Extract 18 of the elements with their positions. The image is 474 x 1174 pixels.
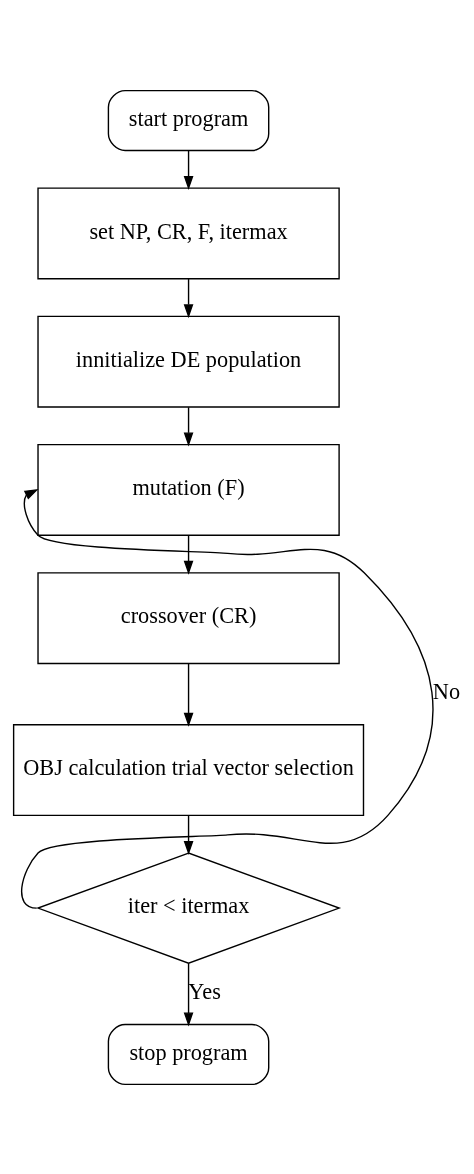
node-box: start program	[107, 89, 270, 151]
node-box: innitialize DE population	[37, 315, 340, 408]
arrow	[183, 406, 194, 446]
edge-label: No	[432, 678, 461, 704]
node-box: mutation (F)	[37, 443, 340, 536]
arrow	[183, 149, 194, 190]
arrow	[183, 277, 194, 318]
node-box: OBJ calculation trial vector selection	[12, 723, 365, 816]
arrow	[183, 962, 194, 1026]
arrow	[183, 534, 194, 575]
edge-label: Yes	[188, 978, 221, 1004]
node-box: stop program	[107, 1023, 270, 1085]
arrow	[183, 662, 194, 727]
node-box: crossover (CR)	[37, 571, 340, 664]
node-diamond: iter < itermax	[36, 851, 342, 964]
node-box: set NP, CR, F, itermax	[37, 186, 340, 279]
arrow	[20, 488, 434, 909]
arrow	[183, 814, 194, 855]
